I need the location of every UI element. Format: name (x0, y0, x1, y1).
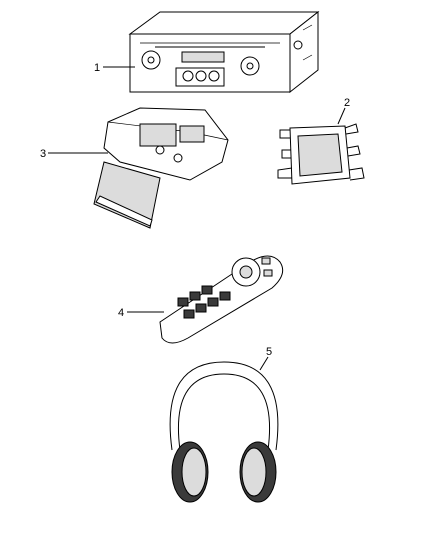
callout-5: 5 (266, 346, 272, 358)
callout-3: 3 (40, 148, 46, 160)
mounting-bracket (277, 123, 365, 185)
callout-1: 1 (94, 62, 100, 74)
overhead-screen-unit (93, 107, 229, 229)
dvd-player-unit (128, 10, 320, 94)
callout-2: 2 (344, 97, 350, 109)
callout-4: 4 (118, 307, 124, 319)
remote-control (159, 255, 284, 344)
leader-line-5 (259, 356, 269, 371)
leader-line-2 (337, 107, 346, 125)
wireless-headphones (169, 361, 279, 503)
